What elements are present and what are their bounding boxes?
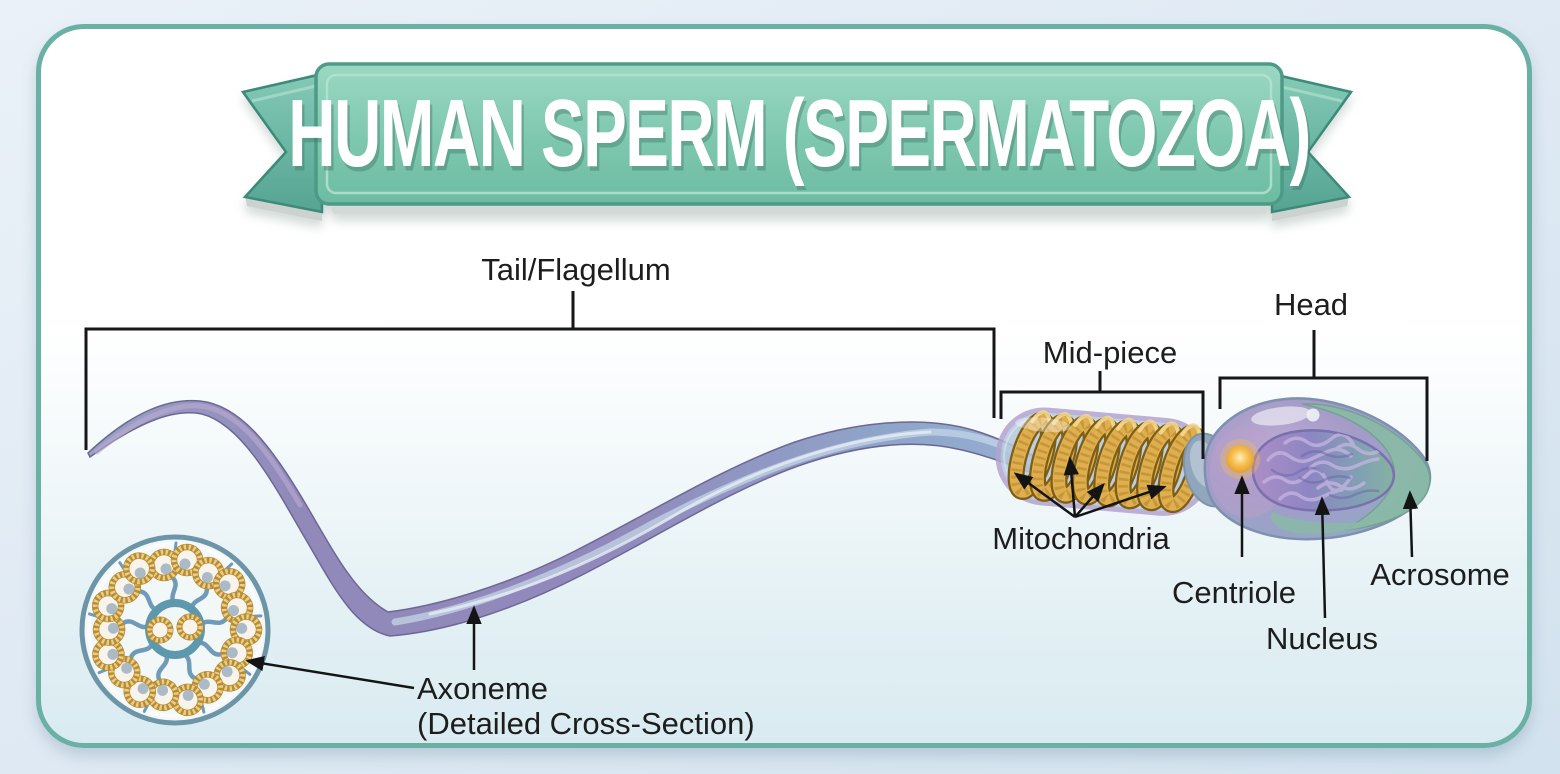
acrosome-arrow xyxy=(1402,490,1419,558)
label-acrosome: Acrosome xyxy=(1370,557,1510,592)
ribbon-right-wing xyxy=(1270,72,1354,221)
mitochondria-arrow-2 xyxy=(1063,456,1080,518)
label-axoneme: Axoneme xyxy=(417,671,548,706)
axoneme-arrow-to-section xyxy=(245,655,415,690)
label-tail-flagellum: Tail/Flagellum xyxy=(481,252,671,287)
ribbon-plate xyxy=(314,62,1284,206)
mitochondria-arrow-1 xyxy=(1013,472,1076,519)
label-centriole: Centriole xyxy=(1171,575,1297,610)
centriole-shape xyxy=(1220,439,1260,479)
axoneme-central-pair xyxy=(146,613,204,644)
label-axoneme-note: (Detailed Cross-Section) xyxy=(417,706,755,741)
acrosome-shape xyxy=(1271,403,1431,534)
head-shape xyxy=(1203,397,1432,541)
head-bracket xyxy=(1218,376,1429,461)
ribbon-left-wing xyxy=(240,72,324,221)
nucleus-shape xyxy=(1251,429,1396,512)
label-head: Head xyxy=(1273,287,1349,322)
page-title: HUMAN SPERM (SPERMATOZOA) xyxy=(288,78,1311,187)
mid-piece-bracket xyxy=(999,390,1205,459)
mitochondria-arrow-3 xyxy=(1074,482,1105,518)
nucleus-arrow xyxy=(1314,496,1331,619)
label-brackets xyxy=(84,291,1429,461)
axoneme-cross-section xyxy=(79,534,271,726)
label-axoneme-block: Axoneme (Detailed Cross-Section) xyxy=(417,671,755,741)
mitochondria-arrow-4 xyxy=(1074,484,1167,519)
label-mid-piece: Mid-piece xyxy=(1042,335,1178,370)
tail-flagellum-shape xyxy=(87,399,1041,637)
label-mitochondria: Mitochondria xyxy=(992,521,1170,556)
pointer-arrows xyxy=(245,456,1419,690)
label-nucleus: Nucleus xyxy=(1266,621,1378,656)
mid-piece-shape xyxy=(995,406,1213,517)
tail-bracket xyxy=(84,327,996,450)
title-ribbon xyxy=(240,62,1354,221)
